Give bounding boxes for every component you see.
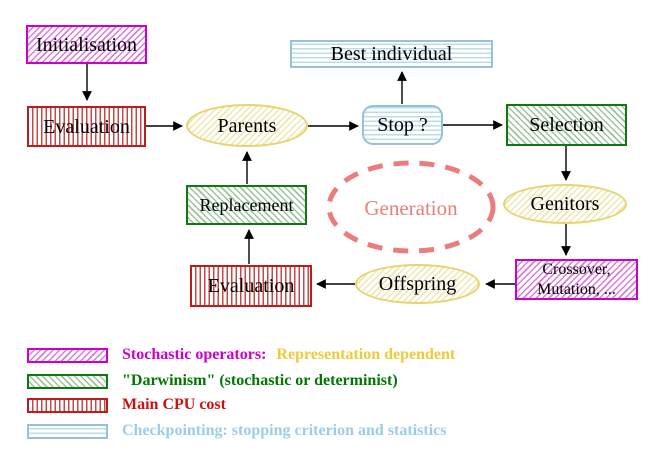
node-best-individual: Best individual (290, 40, 493, 68)
generation-dashed-ellipse (326, 160, 496, 254)
legend-label-representation-dependent: Representation dependent (276, 346, 456, 363)
node-genitors: Genitors (503, 184, 627, 224)
legend-swatch-red-stripes (27, 398, 108, 413)
node-evaluation-bottom-label: Evaluation (207, 275, 295, 297)
legend-text-stochastic-operators: Stochastic operators: Representation depe… (122, 345, 662, 365)
legend-text-checkpointing: Checkpointing: stopping criterion and st… (122, 421, 662, 441)
node-genitors-label: Genitors (530, 193, 600, 215)
node-stop: Stop ? (362, 105, 443, 145)
node-replacement-label: Replacement (199, 195, 294, 215)
legend-swatch-cyan-stripes (27, 424, 108, 439)
node-evaluation-top: Evaluation (27, 106, 146, 147)
generation-cycle-label: Generation (364, 195, 458, 220)
node-selection: Selection (506, 104, 627, 146)
legend-swatch-green-hatch (27, 374, 108, 389)
node-selection-label: Selection (529, 114, 604, 136)
legend-text-main-cpu-cost: Main CPU cost (122, 395, 662, 415)
node-evaluation-top-label: Evaluation (43, 115, 130, 138)
node-crossover-mutation: Crossover, Mutation, ... (515, 259, 638, 300)
legend-label-stochastic-operators: Stochastic operators: (122, 346, 267, 363)
node-evaluation-bottom: Evaluation (190, 265, 312, 307)
node-initialisation-label: Initialisation (35, 33, 138, 56)
node-offspring-label: Offspring (378, 273, 457, 295)
legend-text-darwinism: "Darwinism" (stochastic or determinist) (122, 371, 662, 391)
legend-label-checkpointing: Checkpointing: stopping criterion and st… (122, 422, 447, 439)
node-crossover-mutation-label: Crossover, Mutation, ... (537, 260, 616, 298)
legend-label-darwinism: "Darwinism" (stochastic or determinist) (122, 372, 398, 389)
node-replacement: Replacement (186, 185, 307, 225)
node-best-individual-label: Best individual (330, 43, 453, 65)
node-parents: Parents (186, 104, 308, 147)
legend-label-main-cpu-cost: Main CPU cost (122, 396, 226, 413)
node-parents-label: Parents (217, 114, 277, 137)
node-offspring: Offspring (355, 264, 480, 304)
node-initialisation: Initialisation (26, 25, 147, 64)
legend-swatch-magenta-hatch (27, 348, 108, 363)
node-stop-label: Stop ? (377, 114, 428, 136)
crossover-line1: Crossover, (542, 261, 611, 279)
crossover-line2: Mutation, ... (537, 280, 616, 298)
